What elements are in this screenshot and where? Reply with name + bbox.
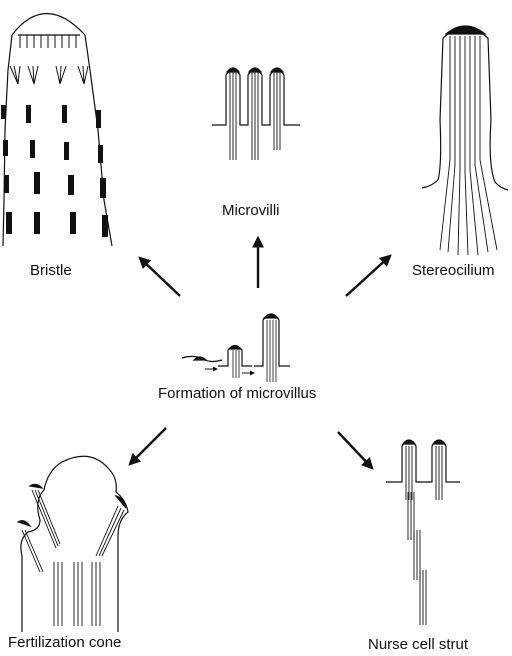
stereocilium-illustration: [421, 25, 509, 256]
label-bristle: Bristle: [30, 262, 72, 279]
formation-illustration: [181, 313, 290, 382]
arrows: [128, 235, 392, 470]
arrow-to-nurse-cell-strut: [337, 431, 374, 470]
fertilization-cone-illustration: [16, 455, 129, 632]
label-fertilization-cone: Fertilization cone: [8, 634, 122, 651]
nurse-cell-strut-illustration: [386, 439, 460, 625]
label-nurse-cell-strut: Nurse cell strut: [368, 636, 469, 653]
arrow-to-bristle: [138, 256, 181, 297]
microvilli-illustration: [212, 67, 300, 160]
label-stereocilium: Stereocilium: [412, 262, 495, 279]
arrow-to-stereocilium: [345, 254, 392, 297]
label-microvilli: Microvilli: [222, 202, 280, 219]
bristle-illustration: [1, 12, 113, 247]
arrow-to-fertilization-cone: [128, 427, 167, 466]
label-formation-of-microvillus: Formation of microvillus: [158, 385, 317, 402]
